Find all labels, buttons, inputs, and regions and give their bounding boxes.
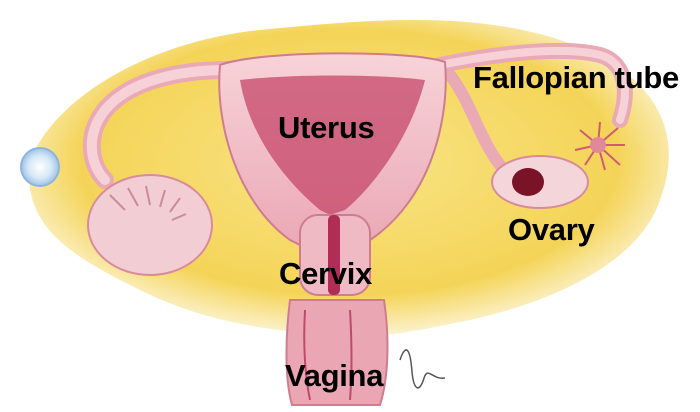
ovum bbox=[21, 148, 59, 186]
label-vagina: Vagina bbox=[285, 360, 383, 391]
ovarian-follicle bbox=[512, 168, 544, 196]
artist-signature bbox=[400, 350, 445, 388]
label-fallopian-tube: Fallopian tube bbox=[473, 62, 679, 93]
label-uterus: Uterus bbox=[278, 112, 374, 143]
label-cervix: Cervix bbox=[279, 258, 372, 289]
left-ovary bbox=[88, 175, 212, 275]
label-ovary: Ovary bbox=[508, 214, 594, 245]
